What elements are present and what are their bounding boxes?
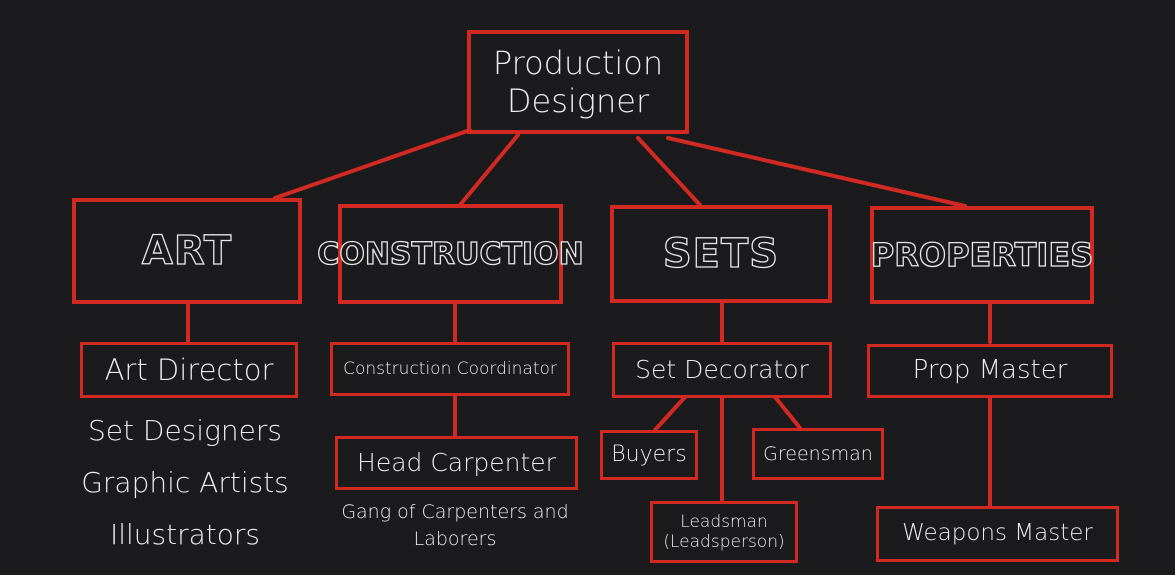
weapons-master-label: Weapons Master [902, 520, 1093, 547]
set-decorator-label: Set Decorator [635, 355, 809, 384]
department-properties-box: PROPERTIES [870, 206, 1094, 304]
set-decorator-box: Set Decorator [612, 342, 832, 398]
department-art-label: ART [141, 227, 233, 274]
head-carpenter-box: Head Carpenter [335, 436, 578, 490]
prop-master-box: Prop Master [867, 344, 1113, 398]
connector-top-properties [666, 136, 967, 208]
connector-top-art [273, 128, 472, 200]
set-designers-label: Set Designers [88, 414, 282, 447]
production-designer-line2: Designer [506, 82, 650, 120]
buyers-box: Buyers [600, 430, 698, 480]
leadsman-line2: (Leadsperson) [663, 532, 785, 552]
department-sets-box: SETS [610, 205, 832, 303]
art-director-box: Art Director [80, 342, 298, 398]
production-designer-line1: Production [492, 43, 664, 82]
illustrators-label: Illustrators [109, 518, 260, 551]
construction-coordinator-label: Construction Coordinator [343, 358, 557, 379]
graphic-artists-label: Graphic Artists [81, 466, 289, 499]
buyers-label: Buyers [611, 441, 687, 467]
department-construction-label: CONSTRUCTION [317, 236, 585, 272]
connector-top-construction [458, 133, 520, 207]
head-carpenter-label: Head Carpenter [357, 448, 556, 477]
leadsman-line1: Leadsman [680, 511, 768, 532]
greensman-label: Greensman [763, 442, 873, 465]
greensman-box: Greensman [752, 428, 884, 480]
department-sets-label: SETS [662, 230, 780, 277]
weapons-master-box: Weapons Master [876, 506, 1119, 562]
department-art-box: ART [72, 198, 302, 304]
connector-top-sets [636, 136, 702, 207]
leadsman-box: Leadsman (Leadsperson) [650, 501, 798, 563]
construction-coordinator-box: Construction Coordinator [330, 342, 570, 396]
gang-of-carpenters-line2: Laborers [413, 528, 497, 550]
production-designer-box: Production Designer [467, 30, 689, 134]
connector-decorator-buyers [653, 395, 687, 432]
department-properties-label: PROPERTIES [870, 235, 1094, 274]
connector-decorator-greensman [773, 395, 802, 430]
prop-master-label: Prop Master [912, 355, 1068, 386]
department-construction-box: CONSTRUCTION [317, 204, 584, 304]
gang-of-carpenters-line1: Gang of Carpenters and [341, 501, 569, 523]
art-director-label: Art Director [104, 352, 274, 387]
